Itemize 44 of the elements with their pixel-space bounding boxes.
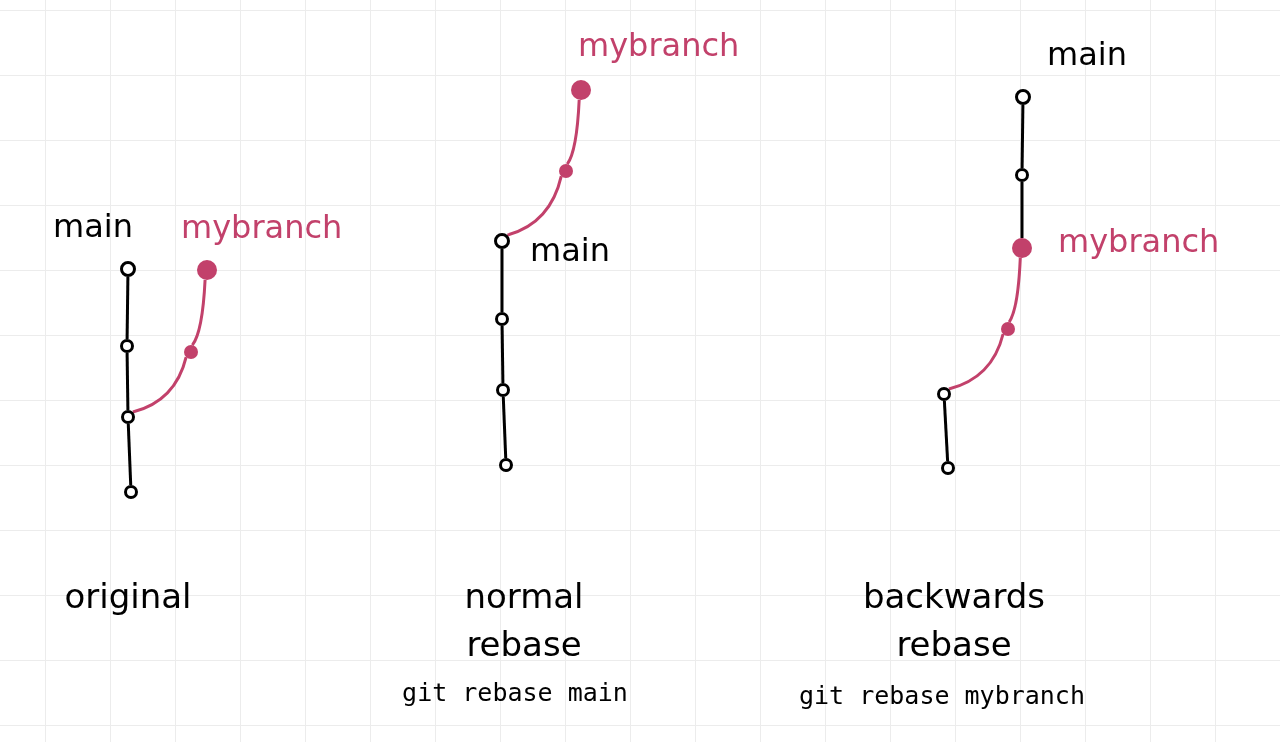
command-text: git rebase main xyxy=(401,677,629,709)
commit-circle xyxy=(499,458,513,472)
panel-caption: original xyxy=(63,575,193,618)
commit-dot xyxy=(559,164,573,178)
commit-circle xyxy=(937,387,951,401)
branch-label: main xyxy=(530,231,610,269)
branch-line xyxy=(126,423,133,486)
branch-label: main xyxy=(53,207,133,245)
branch-line xyxy=(500,325,505,384)
commit-dot xyxy=(197,260,217,280)
commit-dot xyxy=(1012,238,1032,258)
branch-line xyxy=(500,249,504,312)
branch-line xyxy=(948,333,1005,391)
commit-dot xyxy=(571,80,591,100)
command-text: git rebase mybranch xyxy=(798,680,1086,712)
branch-line xyxy=(132,356,188,414)
branch-line xyxy=(125,276,130,340)
branch-line xyxy=(1020,104,1025,169)
branch-label: mybranch xyxy=(181,208,343,246)
branch-line xyxy=(506,175,563,237)
commit-circle xyxy=(494,233,510,249)
commit-circle xyxy=(120,261,136,277)
commit-circle xyxy=(1015,89,1031,105)
branch-line xyxy=(1007,257,1022,323)
commit-circle xyxy=(121,410,135,424)
commit-dot xyxy=(184,345,198,359)
panel-caption: backwards rebase xyxy=(861,575,1047,666)
branch-label: main xyxy=(1047,35,1127,73)
branch-line xyxy=(501,396,508,459)
commit-circle xyxy=(495,312,509,326)
commit-circle xyxy=(120,339,134,353)
branch-label: mybranch xyxy=(578,26,740,64)
branch-label: mybranch xyxy=(1058,222,1220,260)
commit-circle xyxy=(941,461,955,475)
commit-circle xyxy=(124,485,138,499)
commit-dot xyxy=(1001,322,1015,336)
panel-caption: normal rebase xyxy=(463,575,585,666)
commit-circle xyxy=(1015,168,1029,182)
branch-line xyxy=(942,400,950,462)
commit-circle xyxy=(496,383,510,397)
branch-line xyxy=(191,279,207,346)
branch-line xyxy=(125,352,130,411)
branch-line xyxy=(566,99,581,165)
branch-line xyxy=(1020,182,1024,238)
